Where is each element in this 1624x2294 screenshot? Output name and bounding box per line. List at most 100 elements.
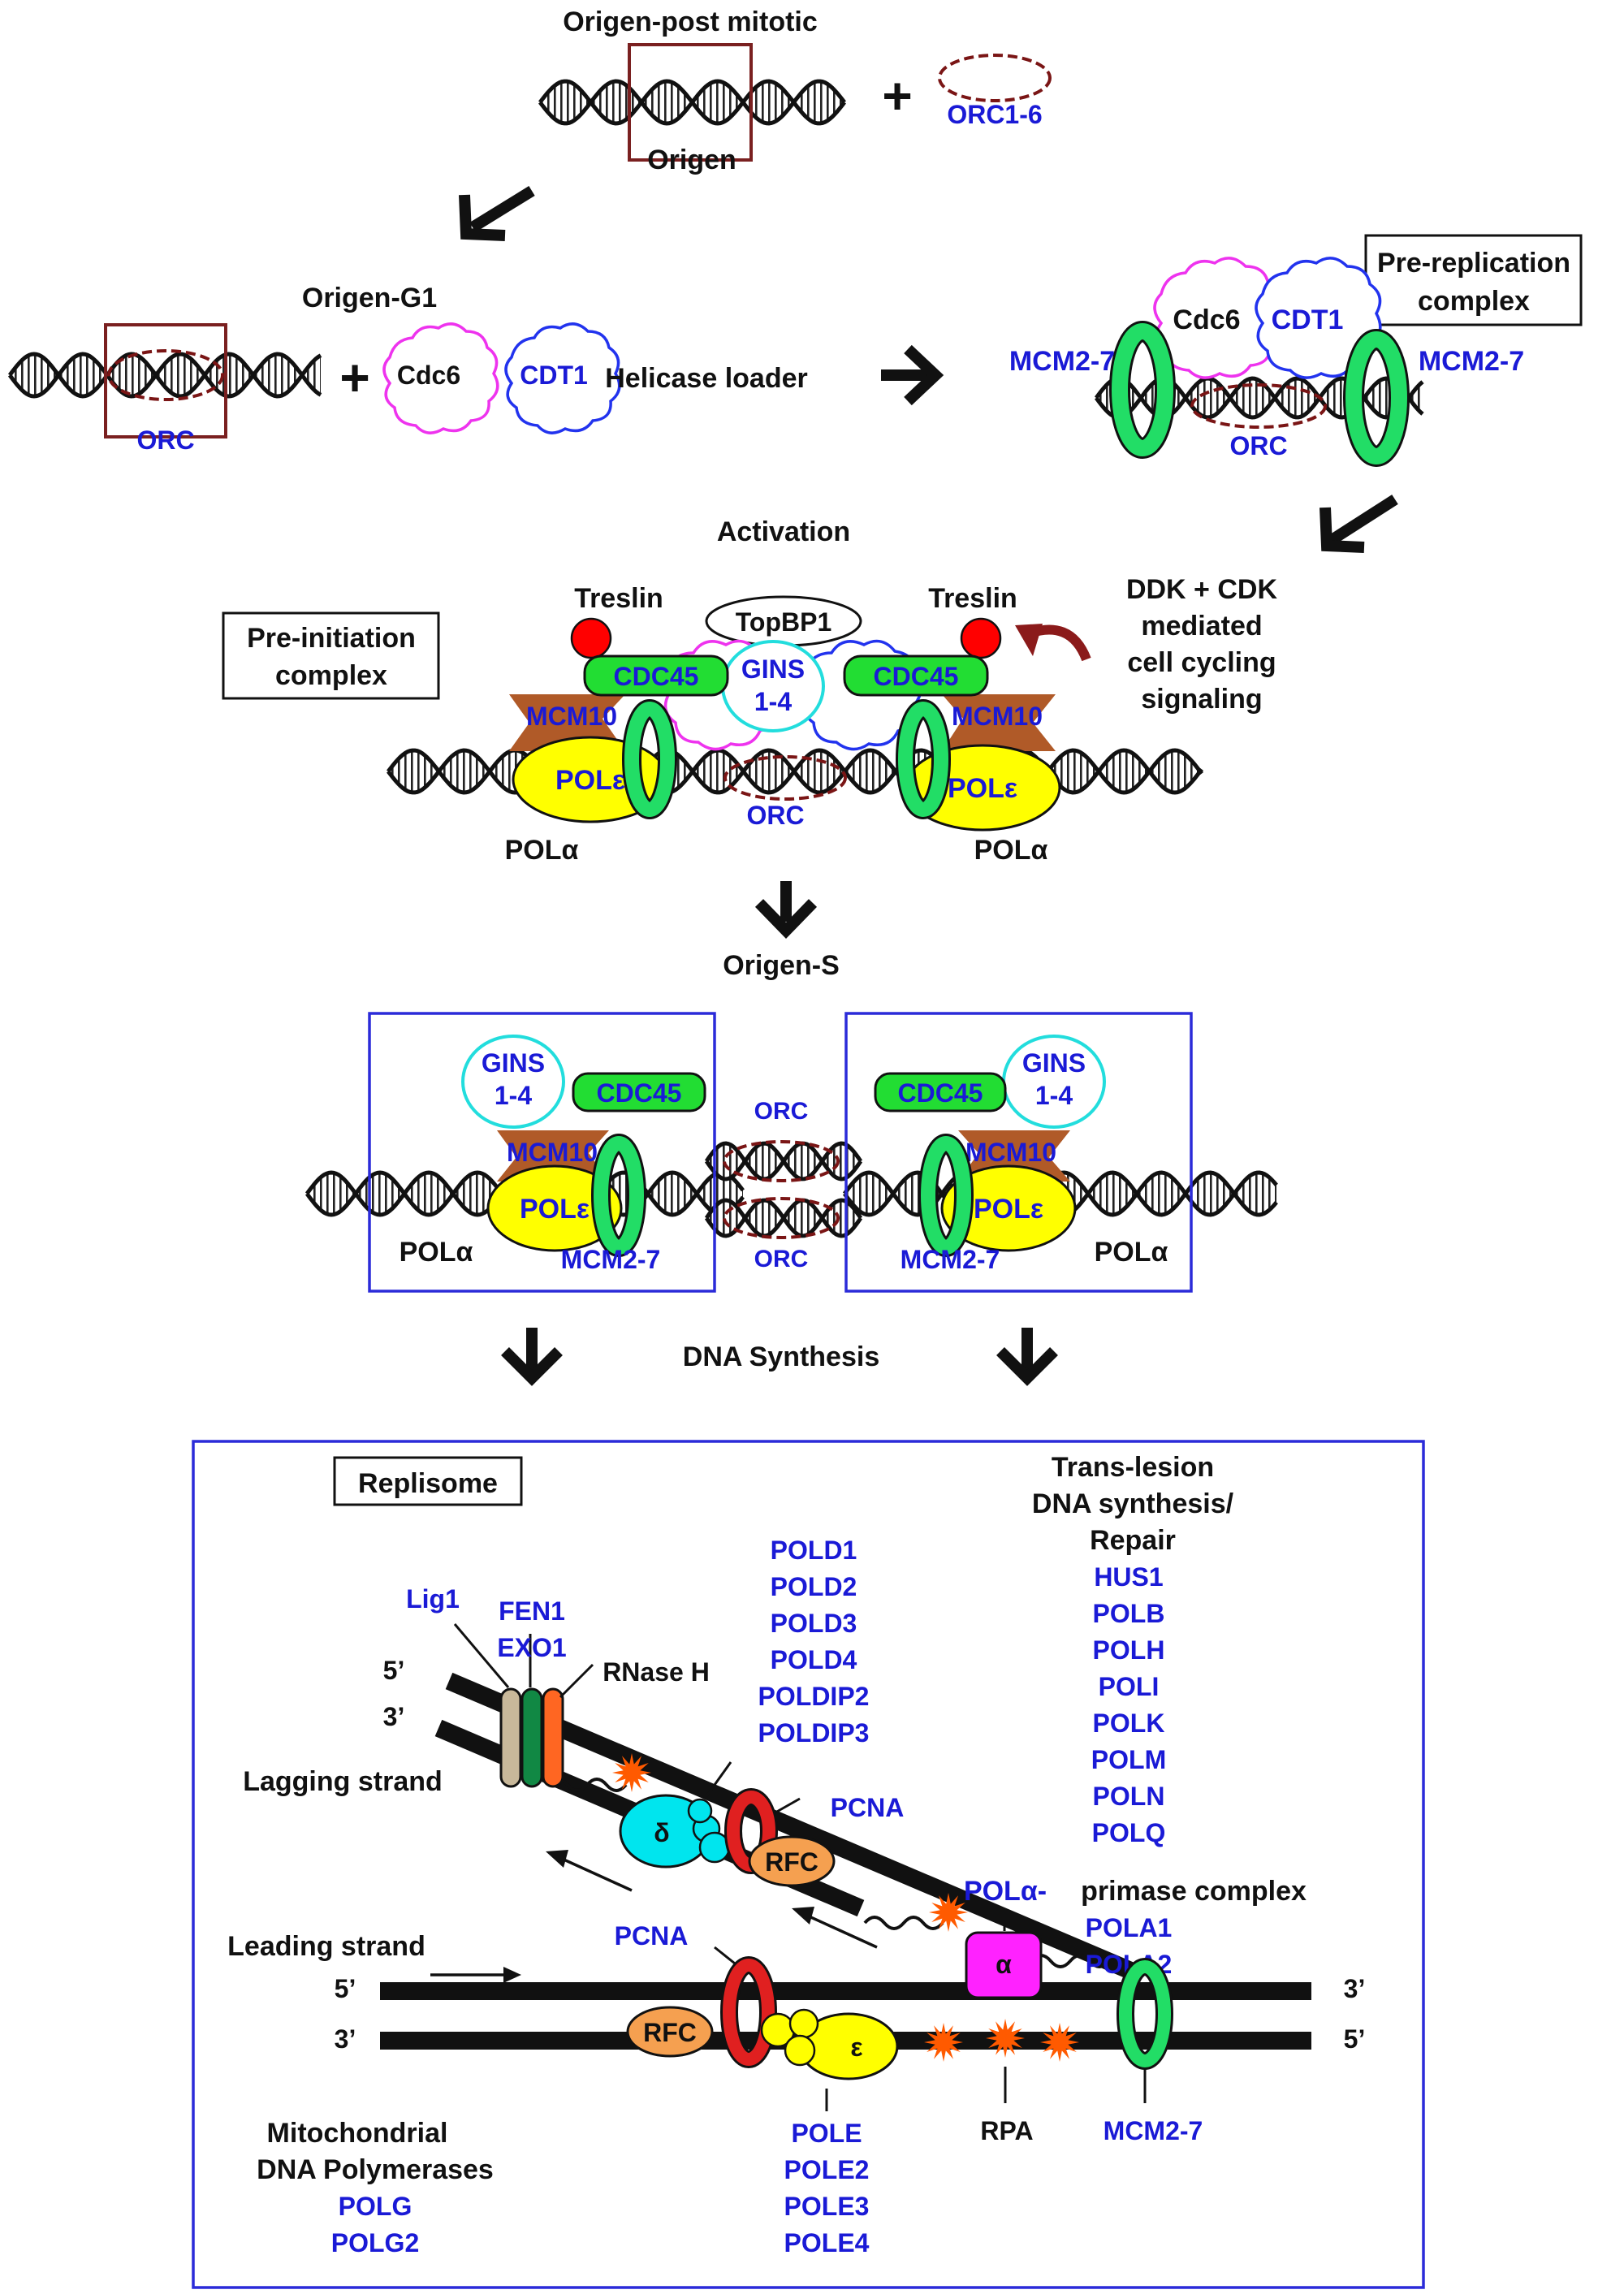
activation-title: Activation (717, 516, 850, 547)
mcm-ring-preinit-left (624, 702, 675, 817)
tls-item: POLN (1093, 1782, 1165, 1811)
rfc-bottom-ellipse (626, 2006, 714, 2058)
tls-item: POLB (1093, 1599, 1165, 1628)
orc-ring-g1 (107, 349, 224, 401)
gins-s-right-line2: 1-4 (1035, 1081, 1073, 1110)
lig1-pointer (453, 1623, 510, 1688)
tls-item: HUS1 (1094, 1562, 1163, 1592)
orc-label-preinit: ORC (746, 801, 804, 830)
pold-item: POLD2 (771, 1572, 857, 1601)
origen-s-title: Origen-S (723, 950, 840, 981)
leading-strand-label: Leading strand (227, 1931, 425, 1962)
orc-s-bottom-ring (723, 1197, 840, 1239)
tls-item: POLQ (1092, 1818, 1166, 1847)
pola-left-label: POLα (505, 835, 579, 866)
pola-s-right-label: POLα (1095, 1237, 1168, 1268)
prerep-box-line1: Pre-replication (1377, 248, 1570, 279)
pold-item: POLD1 (771, 1536, 857, 1565)
mito-gene: POLG2 (331, 2228, 419, 2257)
pcna-top-label: PCNA (831, 1793, 905, 1822)
lagging-direction-arrow-2 (805, 1913, 878, 1949)
orc-s-bottom-label: ORC (754, 1246, 809, 1272)
gins-s-left-line1: GINS (482, 1048, 545, 1078)
pola-primase-prefix: POLα- (964, 1876, 1047, 1907)
pold-item: POLD4 (771, 1645, 857, 1674)
fen1-label: FEN1 (499, 1596, 565, 1626)
orc16-label: ORC1-6 (947, 100, 1042, 129)
mcm10-left-label: MCM10 (526, 702, 617, 731)
lead-3prime-right: 3’ (1344, 1974, 1366, 2003)
preinit-box (222, 611, 440, 700)
leading-arrowhead (503, 1967, 521, 1983)
cdc45-right-box (843, 655, 989, 697)
rfc-bottom-label: RFC (643, 2018, 697, 2047)
rnaseh-bar (542, 1687, 564, 1788)
exo1-label: EXO1 (497, 1633, 566, 1662)
mcm27-right-label: MCM2-7 (1419, 346, 1524, 377)
alpha-symbol: α (996, 1950, 1012, 1979)
cdc6-label: Cdc6 (397, 361, 460, 390)
signal-line4: signaling (1141, 684, 1262, 715)
origen-s-stage: Origen-S GINS 1-4 CDC45 MCM10 POLε POLα … (368, 950, 1193, 1293)
pcna-bottom-label: PCNA (615, 1921, 689, 1951)
pole-gene: POLE3 (784, 2192, 870, 2221)
pole-gene: POLE2 (784, 2155, 870, 2184)
treslin-right-ball (960, 617, 1002, 659)
pre-initiation-stage: Activation DDK + CDK mediated cell cycli… (222, 516, 1278, 866)
lig1-bar (499, 1687, 522, 1788)
pola-s-left-label: POLα (400, 1237, 473, 1268)
cdc6-label-prerep: Cdc6 (1173, 305, 1240, 335)
mcm10-s-left-label: MCM10 (507, 1138, 598, 1167)
rfc-top-label: RFC (765, 1847, 818, 1877)
plus-sign-g1: + (339, 348, 369, 407)
arrow-right (881, 344, 944, 406)
signal-line3: cell cycling (1127, 647, 1276, 678)
cdc45-left-label: CDC45 (614, 662, 699, 691)
pole-gene: POLE (791, 2119, 862, 2148)
rpa-star (1040, 2023, 1079, 2062)
signal-line1: DDK + CDK (1126, 574, 1278, 605)
dna-helix-origen-s-fork-bottom (704, 1198, 863, 1238)
pole-right-label: POLε (948, 773, 1017, 804)
pcna-bottom-ring (723, 1959, 775, 2066)
treslin-right-label: Treslin (928, 583, 1017, 614)
stage-origen-g1: Origen-G1 ORC + Cdc6 CDT1 Helicase loade… (104, 283, 808, 455)
pole-s-right-label: POLε (974, 1194, 1043, 1225)
preinit-box-line1: Pre-initiation (247, 623, 416, 654)
pold-item: POLDIP3 (758, 1718, 870, 1748)
pole-s-left-ellipse (486, 1164, 623, 1252)
mito-title-line1: Mitochondrial (267, 2118, 448, 2149)
replisome-box (333, 1456, 523, 1506)
origin-box (628, 43, 753, 162)
pold-item: POLDIP2 (758, 1682, 870, 1711)
gins-s-left-ellipse (461, 1035, 565, 1129)
mcm-ring-replisome (1119, 1960, 1171, 2067)
delta-symbol: δ (654, 1818, 669, 1847)
rnaseh-pointer (559, 1663, 594, 1699)
pole-s-right-ellipse (940, 1164, 1077, 1252)
rpa-star (612, 1753, 651, 1792)
lagging-arrowhead-1 (546, 1850, 568, 1868)
cdc6-cloud (382, 322, 499, 434)
lead-3prime-left: 3’ (335, 2024, 356, 2054)
pola-gene: POLA1 (1086, 1913, 1173, 1942)
cdt1-cloud (504, 322, 621, 434)
primer-squiggle-3 (1030, 1954, 1111, 1968)
mcm27-s-right-label: MCM2-7 (901, 1245, 1000, 1274)
pole-gene: POLE4 (784, 2228, 870, 2257)
orc-label-prerep: ORC (1229, 431, 1287, 460)
pol-epsilon-subunit-3 (784, 2034, 816, 2067)
stage2-title: Origen-G1 (302, 283, 437, 313)
tls-list: Trans-lesion DNA synthesis/ Repair HUS1 … (1032, 1452, 1234, 1847)
epsilon-symbol: ε (850, 2033, 862, 2062)
mcm10-right-label: MCM10 (952, 702, 1043, 731)
pold-item: POLD3 (771, 1609, 857, 1638)
cdc45-s-left-box (572, 1072, 706, 1112)
origen-s-left-box (368, 1012, 716, 1293)
cdc45-s-right-label: CDC45 (898, 1078, 983, 1108)
rnaseh-label: RNase H (603, 1657, 710, 1687)
replisome-panel: Replisome Lig1 FEN1 EXO1 RNase H 5’ 3’ L… (192, 1440, 1425, 2289)
tls-item: POLH (1093, 1635, 1165, 1665)
cdc45-s-left-label: CDC45 (597, 1078, 682, 1108)
dna-helix-prerep (1094, 376, 1424, 420)
